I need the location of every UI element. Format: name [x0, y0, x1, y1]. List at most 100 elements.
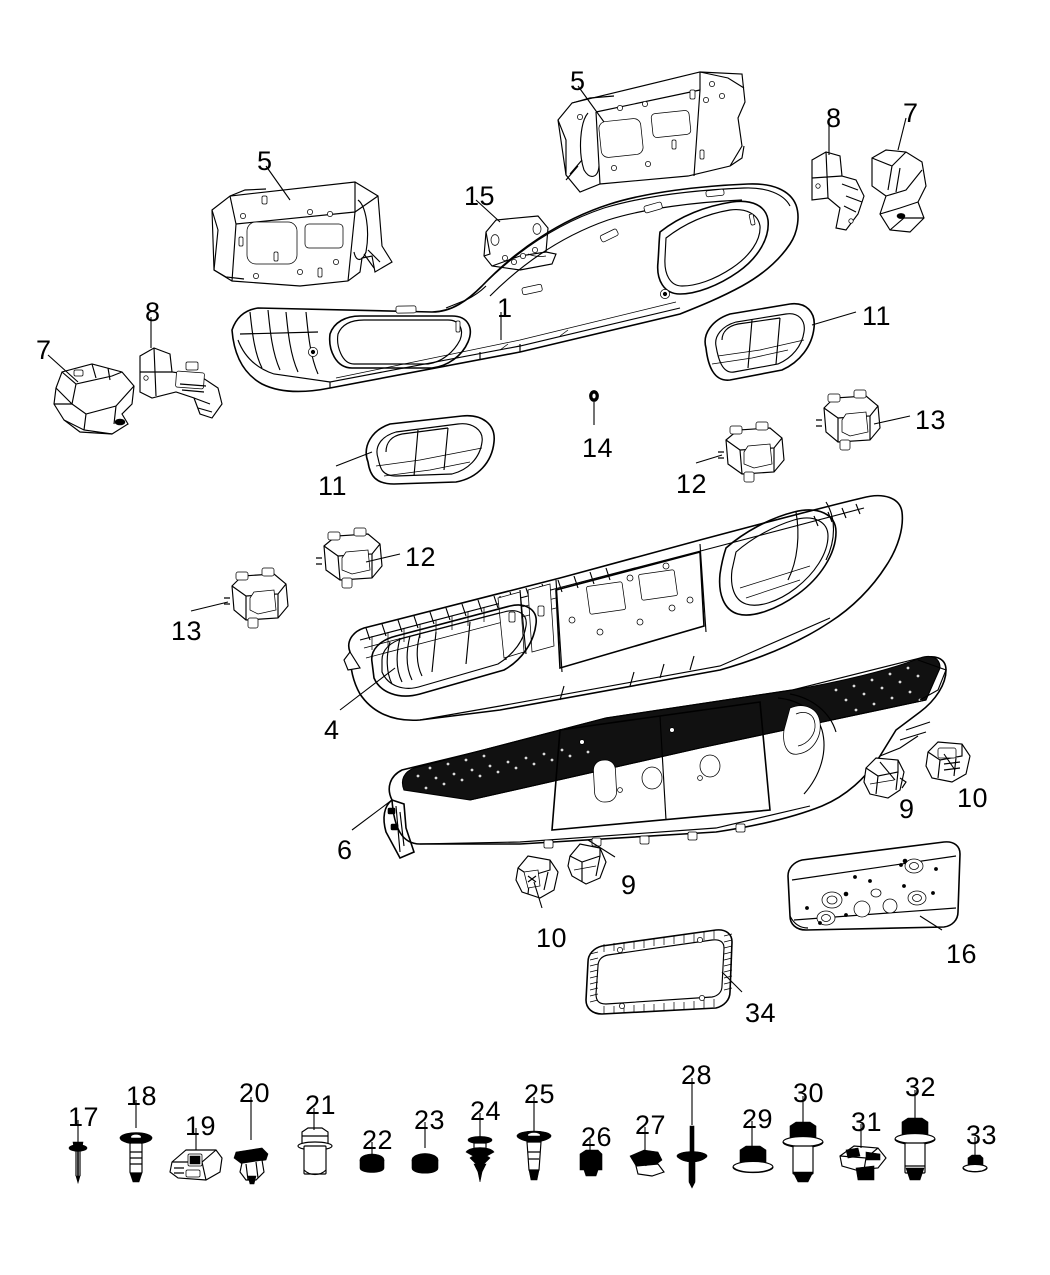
callout-4-rear-bumper-reinforcement-beam: 4 — [324, 715, 340, 745]
part-10-left-cap — [515, 855, 559, 899]
callout-32-flange-bolt-32: 32 — [905, 1072, 937, 1102]
fastener-20 — [233, 1147, 269, 1185]
callout-14-bumper-grommet-plug: 14 — [582, 433, 614, 463]
callout-25-push-pin-25: 25 — [524, 1079, 556, 1109]
part-4-reinforcement-beam — [343, 494, 904, 722]
part-5-right-bracket — [557, 71, 746, 193]
fastener-31 — [839, 1145, 887, 1181]
part-8-left-support — [139, 347, 223, 419]
leader-line-6 — [351, 799, 393, 831]
callout-20-retainer-clip-20: 20 — [239, 1078, 271, 1108]
callout-22-plug-22: 22 — [362, 1125, 394, 1155]
fastener-26 — [579, 1149, 603, 1177]
leader-line-34 — [721, 971, 743, 993]
part-34-plate-frame — [585, 929, 733, 1015]
callout-1-rear-bumper-fascia-upper: 1 — [497, 293, 513, 323]
callout-33-nut-33: 33 — [966, 1120, 998, 1150]
callout-11-taillamp-bezel-right: 11 — [862, 301, 892, 331]
callout-21-hex-bolt-21: 21 — [305, 1090, 337, 1120]
leader-line-5 — [265, 165, 291, 201]
callout-5-bumper-mounting-bracket-right: 5 — [570, 66, 586, 96]
callout-12-park-assist-sensor-bracket-b: 12 — [405, 542, 437, 572]
callout-23-plug-23: 23 — [414, 1105, 446, 1135]
leader-line-7 — [897, 117, 907, 151]
leader-line-11 — [335, 451, 373, 467]
leader-line-10 — [943, 753, 956, 771]
part-14-grommet — [589, 390, 599, 402]
part-1-bumper-fascia — [231, 183, 799, 393]
callout-9-bumper-air-deflector-left: 9 — [621, 870, 637, 900]
fastener-22 — [359, 1153, 385, 1173]
leader-line-5 — [577, 85, 605, 123]
callout-16-license-plate-lamp-panel: 16 — [946, 939, 978, 969]
callout-11-taillamp-bezel-left: 11 — [318, 471, 348, 501]
callout-26-nut-26: 26 — [581, 1122, 613, 1152]
part-13-sensor-retainer-a — [816, 389, 881, 451]
callout-29-flange-nut-29: 29 — [742, 1104, 774, 1134]
callout-10-bumper-bracket-cap-left: 10 — [536, 923, 568, 953]
leader-line-9 — [879, 761, 896, 781]
leader-line-11 — [811, 311, 857, 326]
part-11-left-bezel — [365, 415, 495, 485]
fastener-27 — [629, 1149, 665, 1177]
leader-line-15 — [475, 199, 501, 223]
callout-34-license-plate-frame: 34 — [745, 998, 777, 1028]
callout-13-park-assist-sensor-retainer-b: 13 — [171, 616, 203, 646]
leader-line-13 — [873, 415, 911, 425]
callout-31-bracket-nut-31: 31 — [851, 1107, 883, 1137]
fastener-24 — [465, 1136, 495, 1183]
callout-7-bumper-end-bracket-right: 7 — [903, 98, 919, 128]
callout-13-park-assist-sensor-retainer-a: 13 — [915, 405, 947, 435]
leader-line-4 — [339, 667, 396, 711]
fastener-29 — [732, 1145, 774, 1174]
part-8-right-support — [811, 151, 865, 231]
part-12-sensor-bracket-a — [718, 421, 785, 483]
callout-10-bumper-bracket-cap-right: 10 — [957, 783, 989, 813]
callout-12-park-assist-sensor-bracket-a: 12 — [676, 469, 708, 499]
callout-8-bumper-side-support-right: 8 — [826, 103, 842, 133]
callout-24-christmas-tree-clip-24: 24 — [470, 1096, 502, 1126]
leader-line-13 — [190, 601, 229, 612]
callout-19-u-nut-19: 19 — [185, 1111, 217, 1141]
callout-5-bumper-mounting-bracket-left: 5 — [257, 146, 273, 176]
part-9-right-deflector — [863, 757, 907, 799]
part-11-right-bezel — [704, 303, 815, 381]
leader-line-9 — [587, 839, 616, 858]
fastener-30 — [782, 1121, 824, 1183]
leader-lines — [47, 85, 976, 1157]
part-12-sensor-bracket-b — [316, 527, 383, 589]
callout-9-bumper-air-deflector-right: 9 — [899, 794, 915, 824]
part-7-left-bracket — [53, 363, 135, 435]
part-16-lamp-panel — [787, 841, 961, 931]
callout-15-sensor-mounting-bracket: 15 — [464, 181, 496, 211]
leader-line-10 — [533, 881, 543, 909]
part-13-sensor-retainer-b — [224, 567, 289, 629]
leader-line-12 — [695, 454, 723, 464]
callout-17-screw-17: 17 — [68, 1102, 100, 1132]
part-7-right-bracket — [871, 149, 927, 233]
callout-27-u-nut-27: 27 — [635, 1110, 667, 1140]
callout-30-flange-bolt-30: 30 — [793, 1078, 825, 1108]
callout-8-bumper-side-support-left: 8 — [145, 297, 161, 327]
part-6-step-bumper — [383, 655, 947, 860]
fastener-18 — [119, 1132, 153, 1183]
callout-18-push-pin-18: 18 — [126, 1081, 158, 1111]
fastener-17 — [68, 1141, 88, 1185]
fastener-28 — [676, 1125, 708, 1189]
leader-line-16 — [919, 915, 943, 931]
part-5-left-bracket — [211, 181, 393, 287]
callout-7-bumper-end-bracket-left: 7 — [36, 335, 52, 365]
fastener-25 — [516, 1130, 552, 1181]
callout-28-rivet-28: 28 — [681, 1060, 713, 1090]
fastener-32 — [894, 1117, 936, 1181]
part-15-bracket — [483, 215, 557, 271]
fastener-19 — [169, 1149, 223, 1181]
part-9-left-deflector — [567, 843, 607, 885]
fastener-33 — [962, 1154, 988, 1173]
callout-6-rear-step-bumper-pad: 6 — [337, 835, 353, 865]
part-10-right-cap — [925, 741, 971, 783]
leader-line-7 — [47, 354, 79, 383]
fastener-23 — [411, 1153, 439, 1174]
